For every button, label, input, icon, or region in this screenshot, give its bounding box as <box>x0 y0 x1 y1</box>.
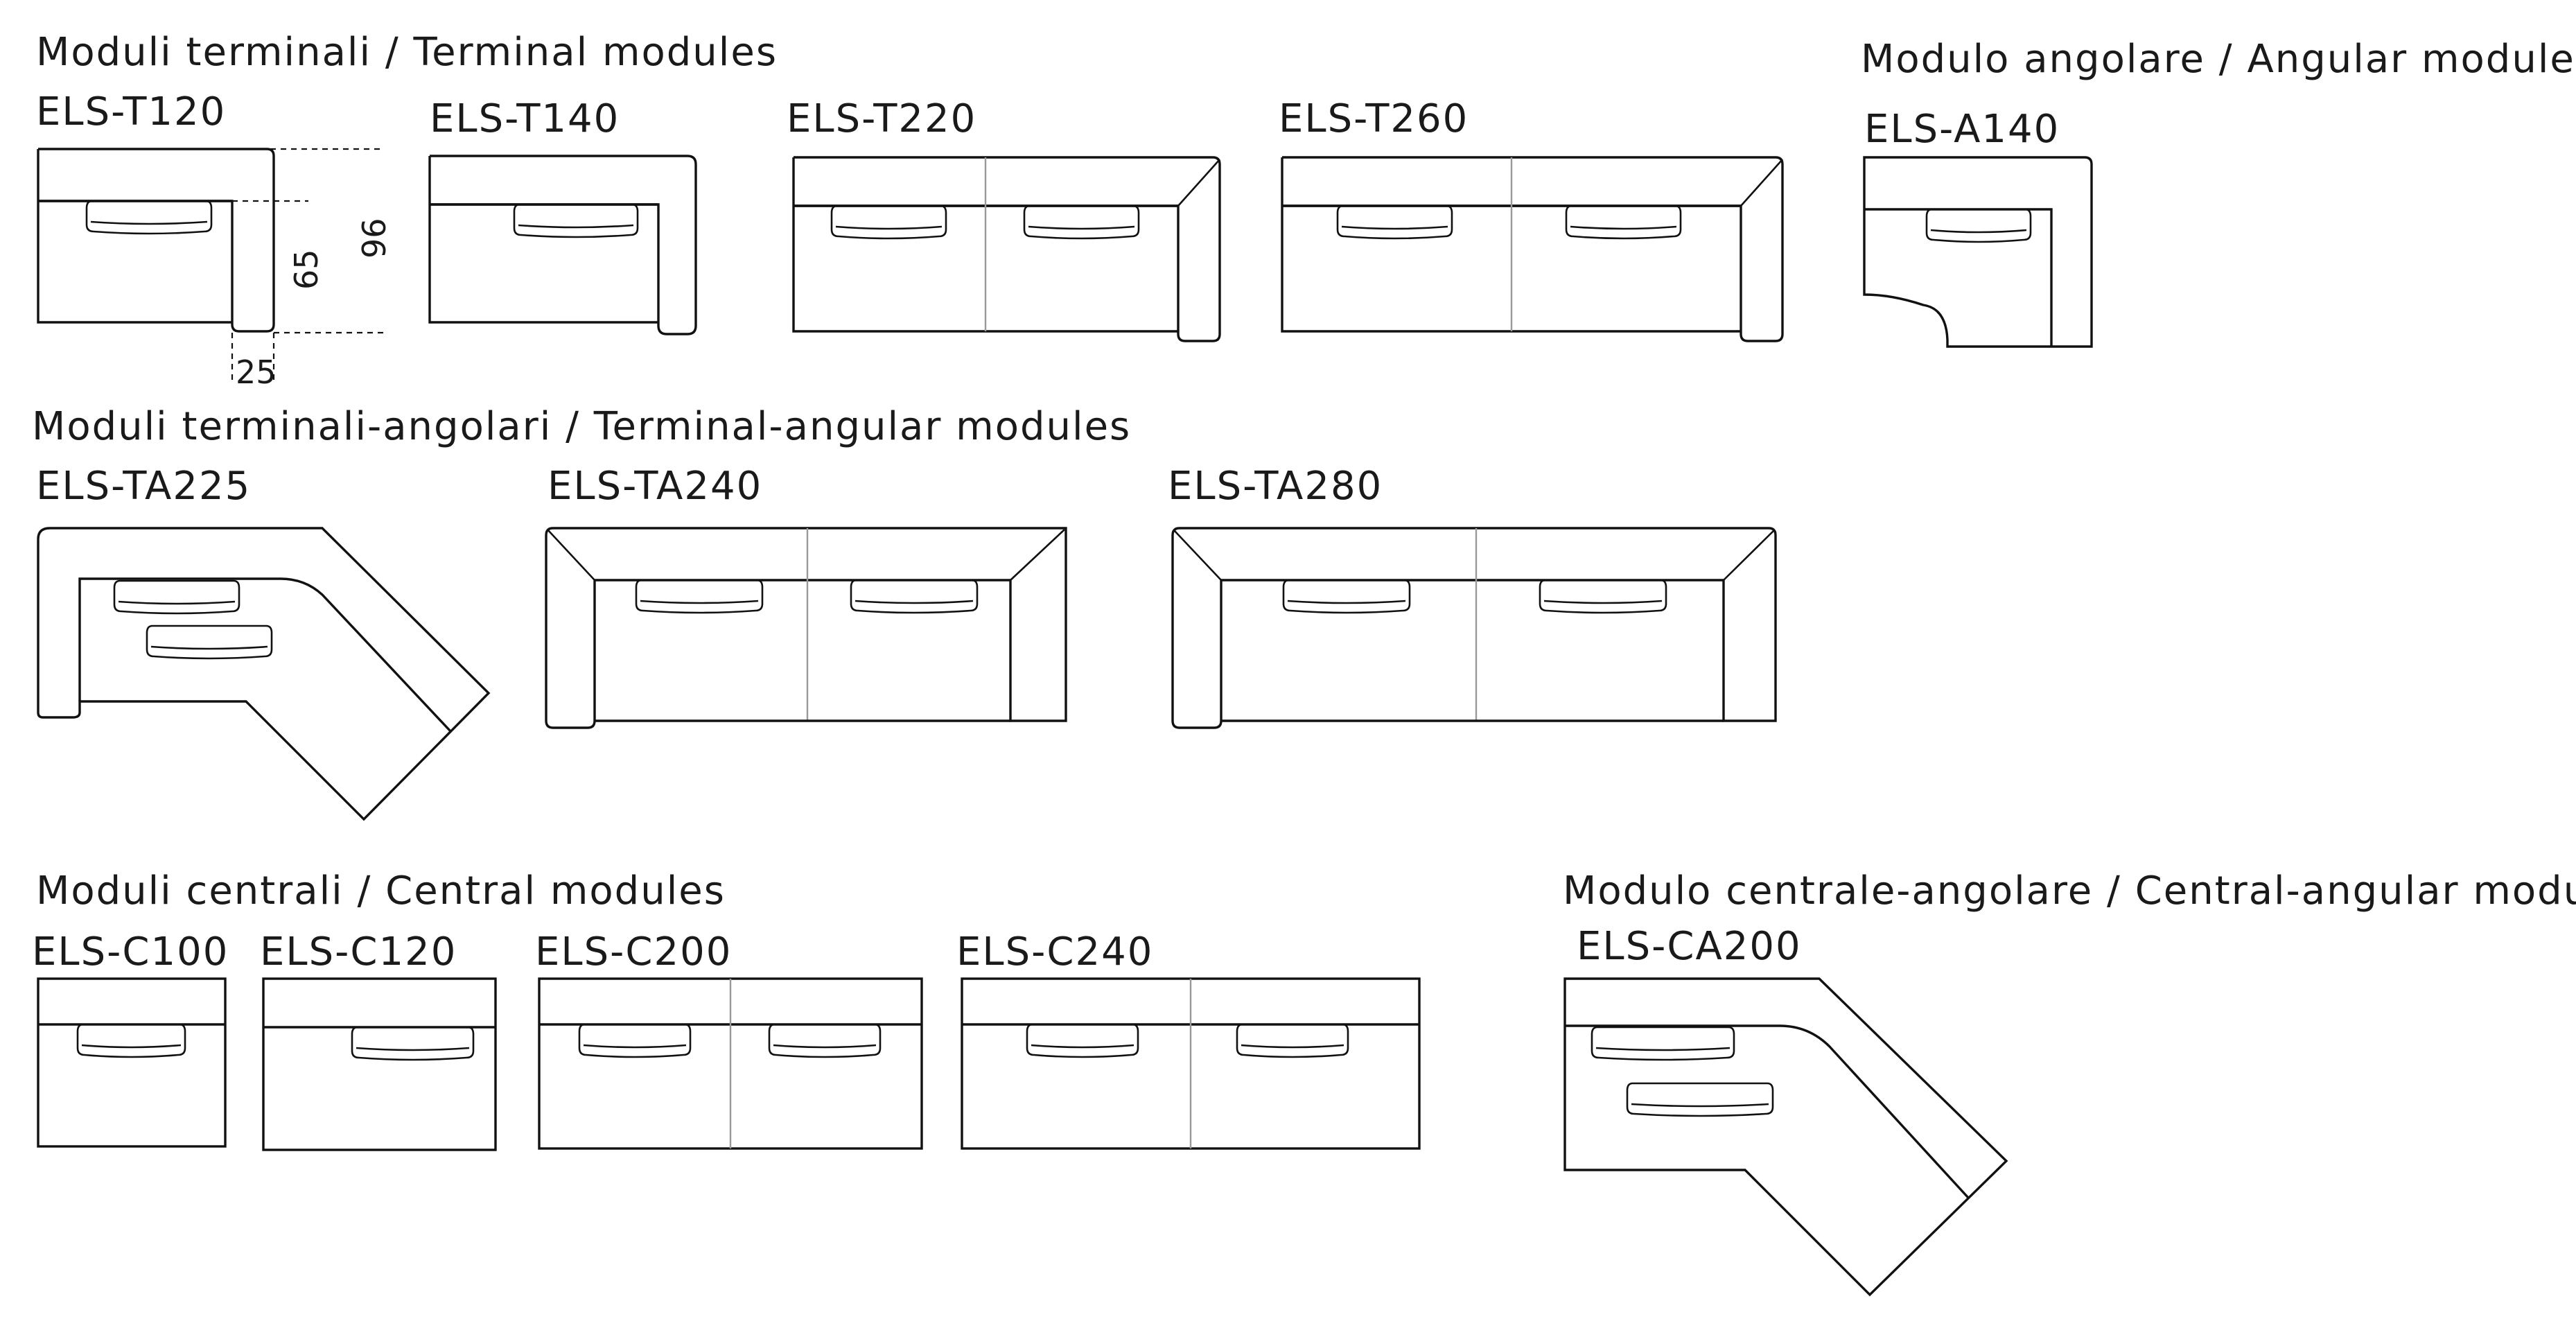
cushion-seam <box>1241 1044 1344 1049</box>
module-t140 <box>428 155 697 335</box>
cushion-seam <box>1287 600 1406 604</box>
cushion-seam <box>81 1044 182 1049</box>
label-c240: ELS-C240 <box>956 929 1153 975</box>
section-title-central-angular: Modulo centrale-angolare / Central-angul… <box>1563 868 2576 914</box>
cushion-seam <box>640 600 759 604</box>
cushion-seam <box>835 225 943 230</box>
cushion <box>1026 1023 1139 1058</box>
label-ta240: ELS-TA240 <box>547 464 762 509</box>
label-t120: ELS-T120 <box>36 89 226 134</box>
cushion-seam <box>1341 225 1448 230</box>
label-c100: ELS-C100 <box>32 929 229 975</box>
cushion <box>635 579 764 614</box>
section-title-terminal: Moduli terminali / Terminal modules <box>36 30 778 75</box>
module-t260 <box>1281 156 1784 342</box>
cushion <box>578 1023 692 1058</box>
cushion <box>1023 204 1140 240</box>
cushion <box>85 200 213 235</box>
dimension-lines-t120: 65 96 25 <box>231 148 393 391</box>
cushion-seam <box>1631 1103 1769 1108</box>
cushion <box>850 579 979 614</box>
cushion <box>1236 1023 1349 1058</box>
module-t120 <box>37 148 275 333</box>
cushion <box>113 579 240 615</box>
label-t220: ELS-T220 <box>787 96 976 141</box>
cushion <box>1336 204 1453 240</box>
cushions-group <box>76 200 2032 1117</box>
label-ca200: ELS-CA200 <box>1577 924 1802 969</box>
module-c100 <box>37 977 227 1148</box>
cushion <box>1282 579 1411 614</box>
cushion <box>1626 1082 1774 1117</box>
cushion-seam <box>1570 225 1677 230</box>
label-a140: ELS-A140 <box>1864 107 2060 152</box>
module-ca200 <box>1563 977 2008 1297</box>
cushion-seam <box>1028 225 1135 230</box>
module-ta240 <box>545 527 1067 729</box>
module-ta225 <box>37 527 491 821</box>
cushion-seam <box>1031 1044 1134 1049</box>
module-ta280 <box>1171 527 1777 729</box>
cushion-seam <box>1543 600 1663 604</box>
cushion-seam <box>773 1044 877 1049</box>
cushion-seam <box>855 600 974 604</box>
dimension-depth-seat: 65 <box>288 249 325 290</box>
label-ta280: ELS-TA280 <box>1168 464 1383 509</box>
cushion <box>76 1023 186 1058</box>
cushion-seam <box>518 224 634 229</box>
dimension-arm-width: 25 <box>236 353 277 391</box>
cushion <box>1925 208 2032 243</box>
module-c200 <box>538 977 923 1150</box>
module-a140 <box>1863 156 2093 348</box>
module-c240 <box>961 977 1421 1150</box>
cushion-seam <box>118 600 236 605</box>
cushion <box>513 203 639 238</box>
cushion <box>768 1023 882 1058</box>
section-title-terminal-angular: Moduli terminali-angolari / Terminal-ang… <box>32 404 1131 449</box>
cushion-seam <box>583 1044 687 1049</box>
label-c120: ELS-C120 <box>260 929 457 975</box>
dimension-depth-total: 96 <box>356 218 393 259</box>
module-t220 <box>792 156 1221 342</box>
label-ta225: ELS-TA225 <box>36 464 251 509</box>
cushion-seam <box>1930 229 2027 234</box>
cushion-seam <box>356 1047 470 1051</box>
cushion <box>1565 204 1682 240</box>
label-t260: ELS-T260 <box>1279 96 1469 141</box>
label-t140: ELS-T140 <box>430 96 620 141</box>
section-title-angular: Modulo angolare / Angular module <box>1861 37 2575 82</box>
cushion <box>351 1026 475 1061</box>
label-c200: ELS-C200 <box>535 929 732 975</box>
cushion <box>1591 1026 1735 1061</box>
cushion <box>830 204 947 240</box>
cushion-seam <box>1595 1047 1731 1051</box>
section-title-central: Moduli centrali / Central modules <box>36 868 726 914</box>
cushion <box>146 624 273 660</box>
cushion-seam <box>90 220 208 225</box>
cushion-seam <box>150 645 268 650</box>
cushion <box>1539 579 1667 614</box>
module-c120 <box>262 977 497 1151</box>
